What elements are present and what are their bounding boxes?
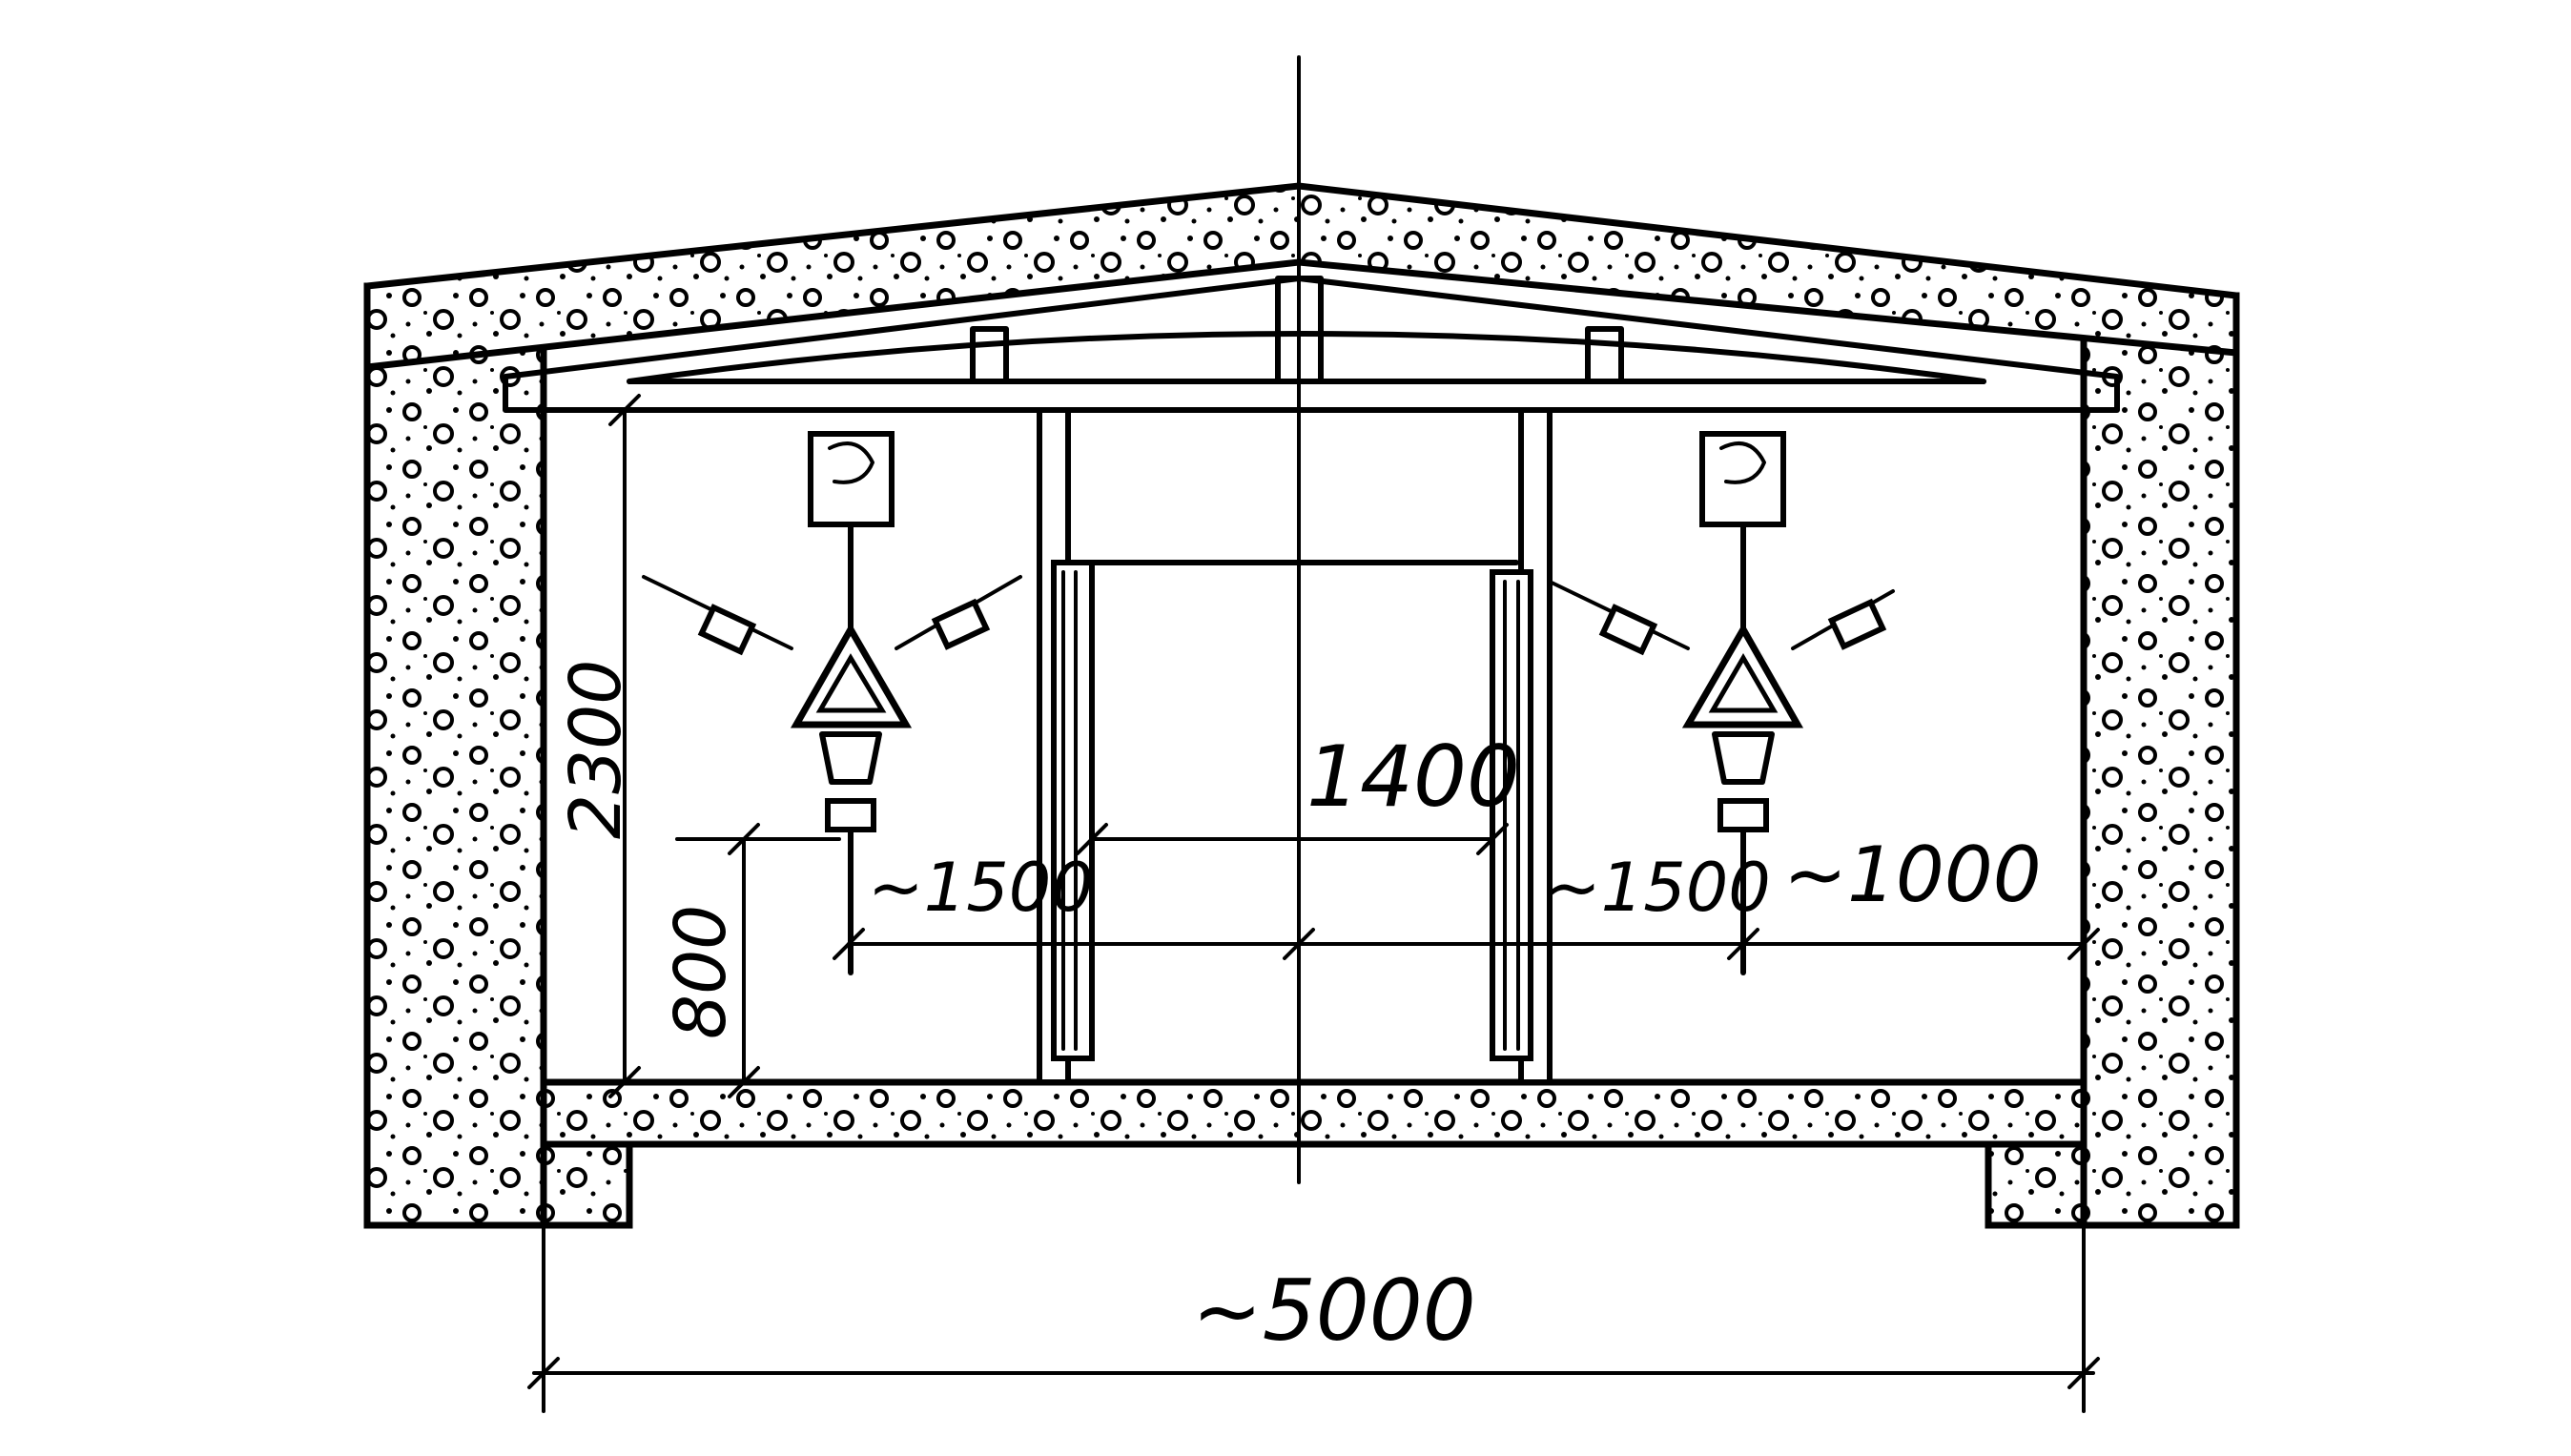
right-hanger-bracket	[1699, 431, 1786, 527]
right-insulator-assembly	[1548, 431, 1895, 975]
building-structure	[363, 182, 2240, 1229]
central-partition	[1037, 407, 1553, 1085]
right-footing	[1985, 1140, 2088, 1229]
dim-aisle-width: 1400	[1306, 728, 1520, 826]
dimension-lines	[527, 394, 2100, 1413]
dimension-labels: ~5000 2300 800 1400 ~1500 ~1500 ~1000	[555, 660, 2042, 1360]
left-wall	[363, 282, 547, 1229]
right-wall	[2080, 292, 2240, 1229]
dim-right-span: ~1500	[1545, 849, 1771, 927]
floor-slab	[540, 1078, 2088, 1148]
left-hanger-bracket	[808, 431, 895, 527]
dim-ceiling-height: 2300	[555, 660, 637, 839]
dim-total-width: ~5000	[1192, 1261, 1476, 1360]
left-footing	[540, 1140, 633, 1229]
dim-bracket-height: 800	[660, 905, 742, 1039]
roof-truss	[503, 276, 2120, 413]
left-insulator-assembly	[642, 431, 1022, 975]
dim-wall-offset: ~1000	[1783, 831, 2042, 919]
dim-left-span: ~1500	[868, 849, 1094, 927]
